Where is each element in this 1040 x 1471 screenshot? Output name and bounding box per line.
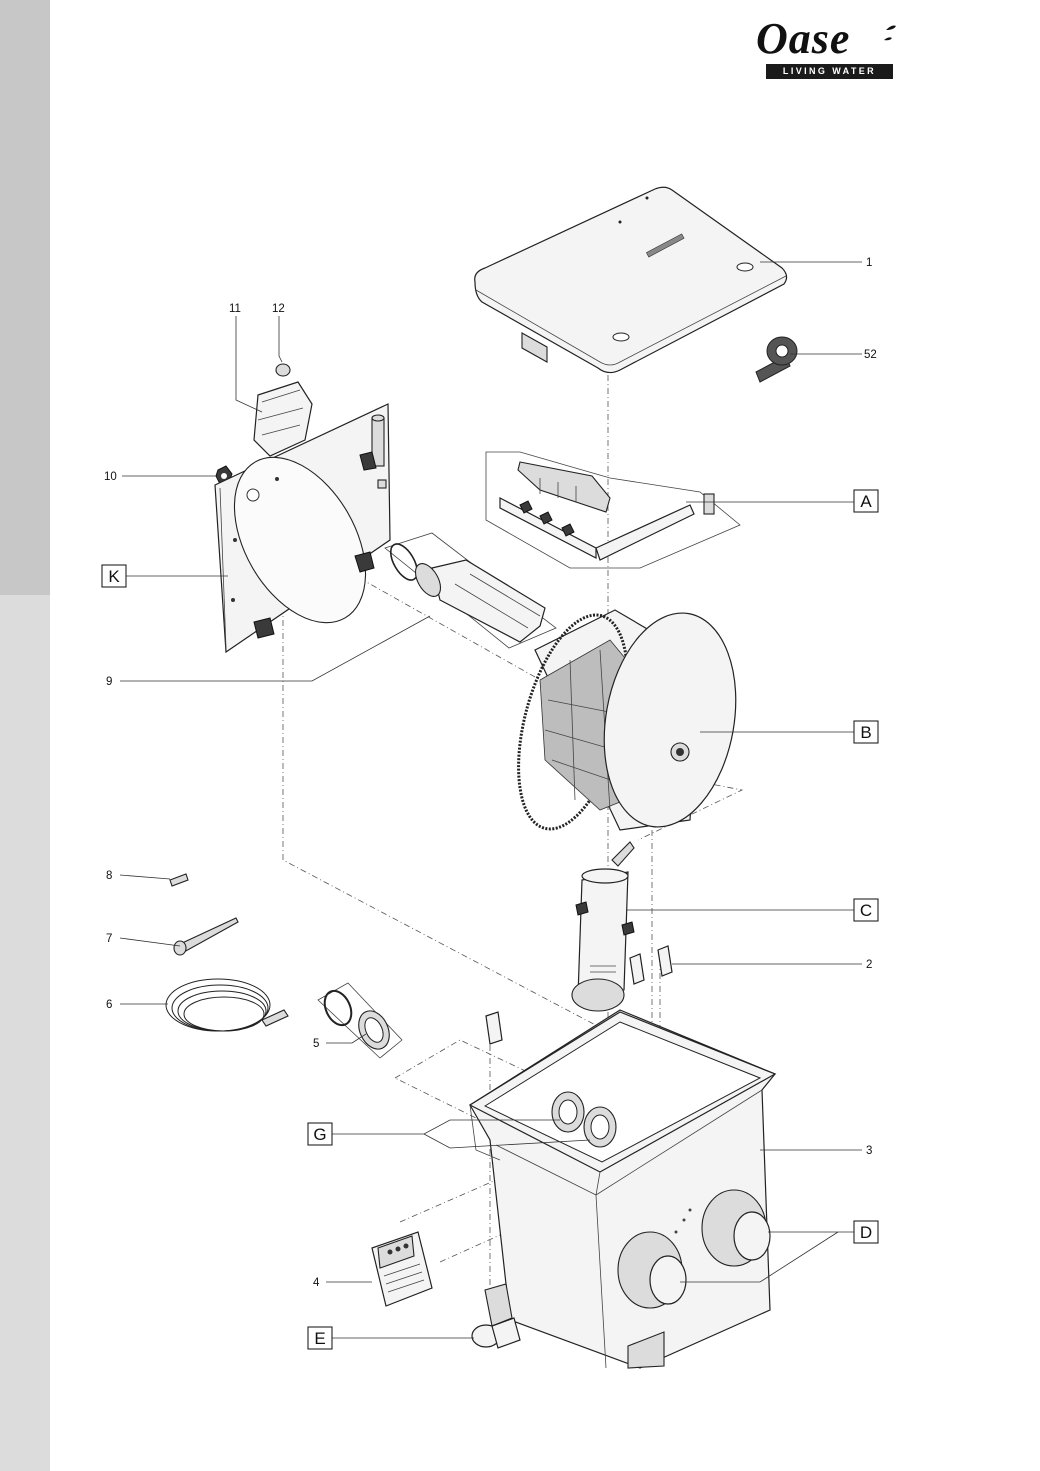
drum-filter-part	[517, 609, 737, 831]
hose-connector-part	[317, 982, 403, 1059]
callout-box-K: K	[101, 564, 127, 588]
control-unit-part	[371, 1231, 433, 1307]
callout-2-label: 2	[866, 959, 872, 971]
callout-3-label: 3	[866, 1145, 872, 1157]
callout-11-label: 11	[229, 303, 241, 315]
filter-channel-part	[384, 532, 557, 649]
callout-B-label: B	[860, 723, 871, 742]
callout-box-E: E	[307, 1326, 333, 1350]
oase-logo: Oase LIVING WATER	[752, 14, 912, 80]
callout-1-label: 1	[866, 257, 872, 269]
callout-leader-lines	[119, 261, 862, 1339]
sidebar-band-upper	[0, 0, 50, 595]
callout-8-label: 8	[106, 870, 112, 882]
logo-wordmark: Oase	[756, 14, 851, 63]
callout-E-label: E	[314, 1329, 325, 1348]
callout-4-label: 4	[313, 1277, 320, 1289]
callout-9-label: 9	[106, 676, 112, 688]
sidebar-band-lower	[0, 595, 50, 1471]
logo-tagline: LIVING WATER	[766, 64, 893, 79]
callout-5-label: 5	[313, 1038, 319, 1050]
lid-part	[474, 186, 788, 374]
callout-D-label: D	[860, 1223, 872, 1242]
callout-52-label: 52	[864, 349, 877, 361]
mounting-plate-part	[214, 403, 391, 654]
callout-12-label: 12	[272, 303, 285, 315]
logo-droplets-icon	[884, 25, 896, 41]
callout-box-C: C	[853, 898, 879, 922]
nozzle-assembly-part	[485, 451, 741, 569]
callout-10-label: 10	[104, 471, 117, 483]
fuse-part	[169, 873, 189, 887]
hose-coil-part	[165, 978, 289, 1032]
callout-K-label: K	[108, 567, 120, 586]
callout-7-label: 7	[106, 933, 112, 945]
uv-clarifier-part	[571, 841, 635, 1012]
callout-box-A: A	[853, 489, 879, 513]
callout-box-G: G	[307, 1122, 333, 1146]
callout-box-D: D	[853, 1220, 879, 1244]
callout-G-label: G	[313, 1125, 326, 1144]
filter-housing-part	[468, 1009, 777, 1369]
callout-6-label: 6	[106, 999, 112, 1011]
clip-parts	[485, 945, 673, 1045]
callout-box-B: B	[853, 720, 879, 744]
motor-unit-part	[253, 363, 313, 457]
tape-roll-part	[755, 336, 798, 383]
ground-stake-part	[173, 917, 239, 956]
callout-C-label: C	[860, 901, 872, 920]
drain-valve-part	[471, 1283, 521, 1349]
callout-A-label: A	[860, 492, 872, 511]
